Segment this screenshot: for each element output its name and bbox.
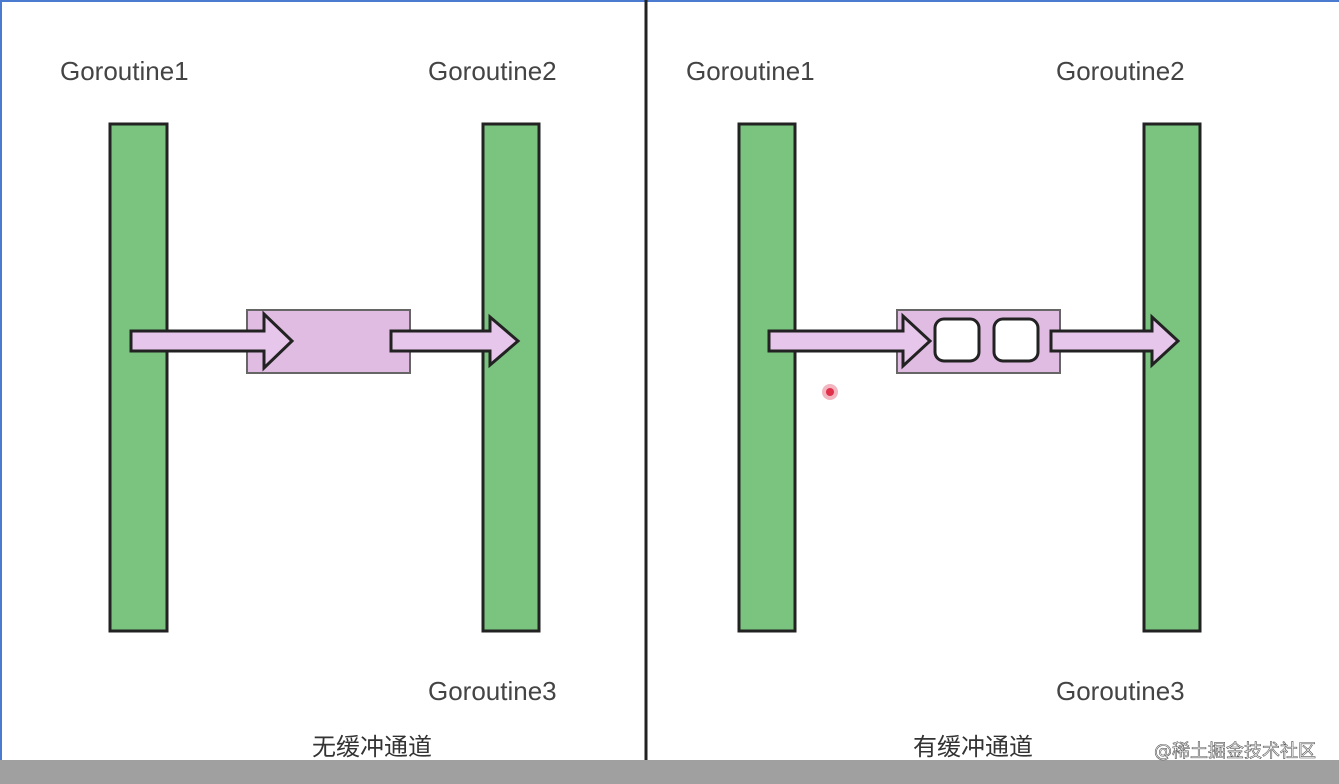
right-goroutine3-label: Goroutine3 — [1056, 676, 1185, 706]
right-caption: 有缓冲通道 — [913, 733, 1033, 761]
bottom-bar — [0, 760, 1339, 784]
left-goroutine3-label: Goroutine3 — [428, 676, 557, 706]
right-goroutine1-label: Goroutine1 — [686, 56, 815, 86]
buffer-slot-1 — [933, 317, 981, 363]
left-goroutine1-label: Goroutine1 — [60, 56, 189, 86]
left-send-arrow-icon — [129, 310, 295, 372]
left-panel: Goroutine1 Goroutine2 Goroutine3 无缓冲通道 — [60, 56, 557, 761]
left-receive-arrow-icon — [389, 313, 521, 369]
right-goroutine2-bar — [1142, 122, 1202, 633]
right-goroutine2-label: Goroutine2 — [1056, 56, 1185, 86]
left-goroutine2-label: Goroutine2 — [428, 56, 557, 86]
left-goroutine2-bar — [481, 122, 541, 633]
left-caption: 无缓冲通道 — [312, 733, 432, 761]
right-receive-arrow-icon — [1049, 313, 1181, 369]
cursor-dot-icon — [826, 388, 834, 396]
right-send-arrow-icon — [767, 312, 933, 370]
right-goroutine1-bar — [737, 122, 797, 633]
left-goroutine1-bar — [108, 122, 169, 633]
watermark: @稀土掘金技术社区 — [1154, 741, 1316, 762]
right-panel: Goroutine1 Goroutine2 Goroutine3 有缓冲通道 — [686, 56, 1202, 761]
buffer-slot-2 — [992, 317, 1040, 363]
